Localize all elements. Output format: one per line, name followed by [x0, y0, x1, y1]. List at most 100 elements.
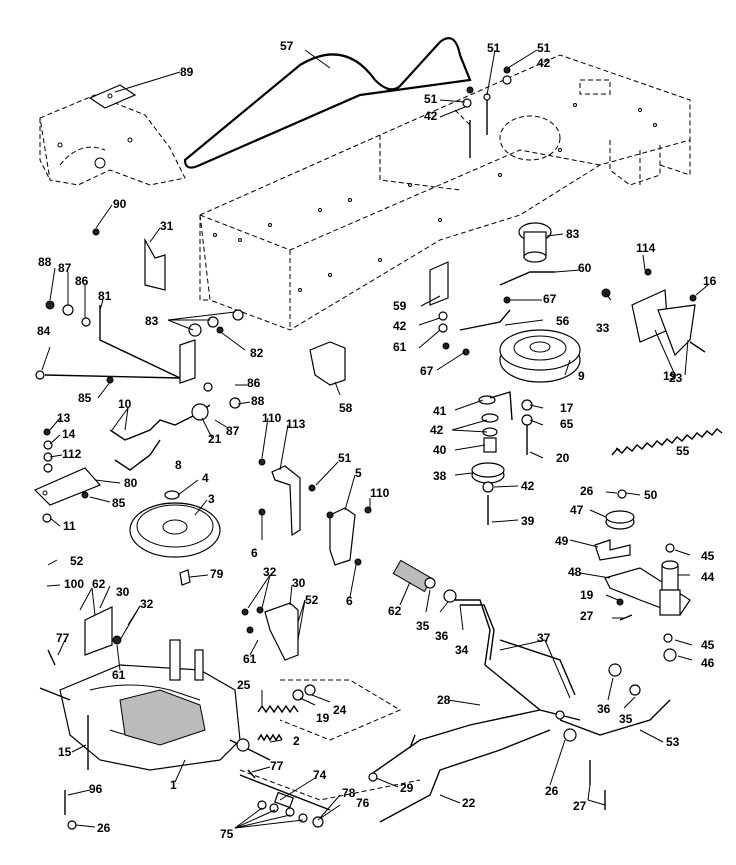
callout-19: 19 — [580, 588, 594, 602]
callout-86: 86 — [75, 274, 89, 288]
bracket-30-left — [84, 606, 122, 656]
callout-40: 40 — [433, 443, 447, 457]
drive-belt — [183, 37, 472, 169]
pin-77-right — [247, 769, 256, 779]
pulley-47 — [605, 489, 635, 530]
callout-36: 36 — [435, 629, 449, 643]
callout-42: 42 — [537, 56, 551, 70]
callout-88: 88 — [38, 255, 52, 269]
callout-21: 21 — [208, 432, 222, 446]
callout-27: 27 — [580, 609, 594, 623]
washers-51-42-top — [462, 66, 512, 158]
callout-14: 14 — [62, 427, 76, 441]
clutch-9 — [499, 329, 581, 383]
transaxle-1 — [39, 639, 271, 771]
bracket-49 — [594, 539, 631, 561]
callout-5: 5 — [355, 466, 362, 480]
callout-56: 56 — [556, 314, 570, 328]
callout-112: 112 — [62, 447, 82, 461]
callout-74: 74 — [313, 768, 327, 782]
callout-41: 41 — [433, 404, 447, 418]
callout-numbers: 57 89 90 51 51 51 42 42 31 83 114 16 88 … — [37, 39, 717, 841]
callout-35: 35 — [619, 712, 633, 726]
callout-100: 100 — [64, 577, 84, 591]
callout-55: 55 — [676, 444, 690, 458]
callout-16: 16 — [703, 274, 717, 288]
spring-2 — [257, 733, 283, 742]
callout-65: 65 — [560, 417, 574, 431]
pin-77-left — [47, 649, 56, 666]
callout-86: 86 — [247, 376, 261, 390]
callout-76: 76 — [356, 796, 370, 810]
bracket-80 — [33, 467, 102, 523]
callout-32: 32 — [263, 565, 277, 579]
callout-114: 114 — [636, 241, 656, 255]
callout-61: 61 — [393, 340, 407, 354]
callout-22: 22 — [462, 796, 476, 810]
callout-90: 90 — [113, 197, 127, 211]
callout-42: 42 — [424, 109, 438, 123]
callout-59: 59 — [393, 299, 407, 313]
lever-8 — [109, 382, 241, 471]
callout-81: 81 — [98, 289, 112, 303]
callout-51: 51 — [424, 92, 438, 106]
callout-26: 26 — [580, 484, 594, 498]
callout-9: 9 — [578, 369, 585, 383]
callout-62: 62 — [92, 577, 106, 591]
callout-45: 45 — [701, 549, 715, 563]
callout-38: 38 — [433, 469, 447, 483]
callout-31: 31 — [160, 219, 174, 233]
callout-4: 4 — [202, 471, 209, 485]
callout-32: 32 — [140, 597, 154, 611]
callout-11: 11 — [63, 519, 76, 533]
callout-2: 2 — [293, 734, 300, 748]
callout-110: 110 — [370, 486, 390, 500]
callout-47: 47 — [570, 503, 584, 517]
nut-24 — [304, 684, 316, 696]
callout-77: 77 — [270, 759, 284, 773]
rod-81 — [35, 305, 181, 380]
handle-62 — [392, 559, 457, 603]
bracket-59-60 — [429, 261, 555, 306]
bracket-19-23 — [601, 268, 706, 357]
key-79 — [179, 569, 191, 586]
idler-arm-56 — [459, 309, 511, 356]
small-hardware-left — [43, 376, 114, 499]
callout-51: 51 — [338, 451, 352, 465]
callout-28: 28 — [437, 693, 451, 707]
callout-52: 52 — [70, 554, 84, 568]
callout-67: 67 — [543, 292, 557, 306]
callout-42: 42 — [430, 423, 444, 437]
callout-36: 36 — [597, 702, 611, 716]
callout-75: 75 — [220, 827, 234, 841]
callout-82: 82 — [250, 346, 264, 360]
bracket-113 — [271, 465, 301, 537]
callout-110: 110 — [262, 411, 282, 425]
callout-85: 85 — [112, 496, 126, 510]
rod-34-37 — [455, 599, 581, 721]
callout-67: 67 — [420, 364, 434, 378]
callout-49: 49 — [555, 534, 569, 548]
callout-62: 62 — [388, 604, 402, 618]
chassis-frame — [39, 54, 691, 331]
spacer-19 — [292, 689, 304, 701]
spring-55 — [611, 428, 723, 456]
callout-33: 33 — [596, 321, 610, 335]
callout-39: 39 — [521, 514, 535, 528]
callout-77: 77 — [56, 631, 70, 645]
washer-88-87-86 — [45, 300, 91, 327]
callout-23: 23 — [669, 371, 683, 385]
callout-27: 27 — [573, 799, 587, 813]
callout-45: 45 — [701, 638, 715, 652]
callout-37: 37 — [537, 631, 551, 645]
callout-51: 51 — [537, 41, 551, 55]
callout-53: 53 — [666, 735, 680, 749]
callout-57: 57 — [280, 39, 294, 53]
rod-28-22 — [368, 709, 551, 823]
callout-87: 87 — [58, 261, 72, 275]
callout-50: 50 — [644, 488, 658, 502]
callout-17: 17 — [560, 401, 574, 415]
callout-42: 42 — [393, 319, 407, 333]
callout-88: 88 — [251, 394, 265, 408]
